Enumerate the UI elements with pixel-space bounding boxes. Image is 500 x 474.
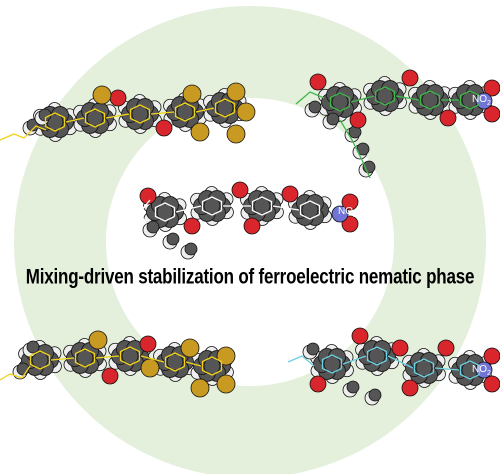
background-ring bbox=[14, 6, 486, 474]
nitro-label-center: NO2 bbox=[338, 206, 357, 219]
fluorinated-molecule-top-left bbox=[0, 82, 256, 144]
figure-title: Mixing-driven stabilization of ferroelec… bbox=[25, 264, 475, 289]
nitro-molecule-top-right bbox=[295, 69, 500, 179]
nitro-molecule-center bbox=[139, 181, 359, 260]
nitro-label-bottom-right: NO2 bbox=[472, 364, 491, 377]
nitro-label-top-right: NO2 bbox=[472, 94, 491, 107]
fluorinated-molecule-bottom-left bbox=[0, 330, 236, 398]
nitro-molecule-bottom-right bbox=[287, 327, 500, 406]
